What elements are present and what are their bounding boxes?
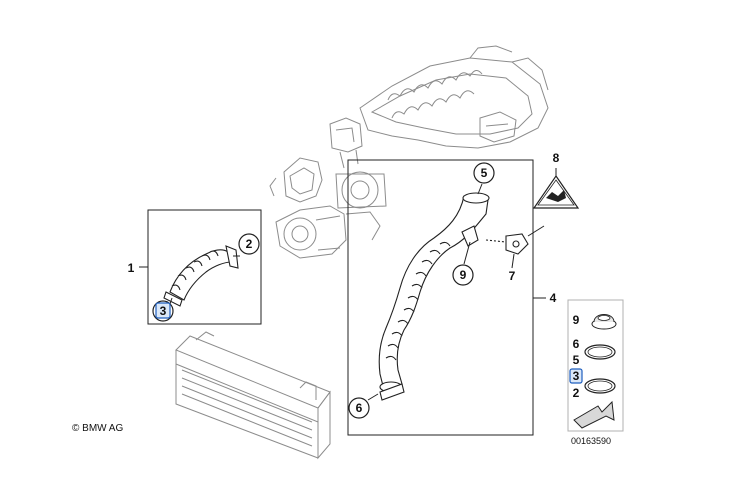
leader-line-7 — [511, 253, 515, 269]
label-7[interactable]: 7 — [509, 269, 516, 283]
callout-3[interactable]: 3 — [152, 300, 174, 322]
label-8[interactable]: 8 — [553, 151, 560, 165]
svg-text:3: 3 — [160, 304, 167, 318]
leader-line-5 — [477, 183, 483, 195]
legend-number-2[interactable]: 2 — [573, 386, 580, 400]
callout-6[interactable]: 6 — [348, 397, 370, 419]
intercooler-drawing — [175, 331, 331, 460]
callout-2[interactable]: 2 — [238, 233, 260, 255]
drawing-number: 00163590 — [571, 436, 612, 446]
group-box-4 — [347, 159, 534, 436]
label-4[interactable]: 4 — [550, 291, 557, 305]
legend-number-3[interactable]: 3 — [573, 369, 580, 383]
o-ring-icon — [584, 344, 616, 360]
parts-legend: 9 6 5 3 2 — [567, 299, 624, 432]
warning-triangle-icon — [532, 174, 580, 209]
svg-text:9: 9 — [460, 268, 467, 282]
charge-air-pipe-drawing — [378, 192, 490, 401]
intake-manifold-drawing — [329, 45, 549, 169]
intake-hose-part-3 — [163, 245, 239, 307]
leader-line-9 — [463, 241, 471, 265]
leader-line-6 — [367, 393, 379, 401]
callout-9[interactable]: 9 — [452, 264, 474, 286]
leader-line-8 — [527, 168, 557, 237]
svg-text:2: 2 — [246, 237, 253, 251]
copyright-text: © BMW AG — [72, 423, 124, 434]
svg-text:5: 5 — [481, 166, 488, 180]
leader-line-3 — [169, 297, 173, 305]
seal-ring-icon — [584, 378, 616, 394]
turbocharger-drawing — [269, 157, 387, 259]
legend-number-9[interactable]: 9 — [573, 313, 580, 327]
sensor-part-7 — [485, 233, 529, 255]
legend-number-3-highlight[interactable]: 3 — [569, 368, 583, 384]
callout-5[interactable]: 5 — [473, 162, 495, 184]
legend-number-5[interactable]: 5 — [573, 353, 580, 367]
svg-text:6: 6 — [356, 401, 363, 415]
legend-number-6[interactable]: 6 — [573, 337, 580, 351]
arrow-icon — [573, 400, 615, 429]
plug-cap-icon — [591, 314, 617, 330]
label-1[interactable]: 1 — [128, 261, 135, 275]
